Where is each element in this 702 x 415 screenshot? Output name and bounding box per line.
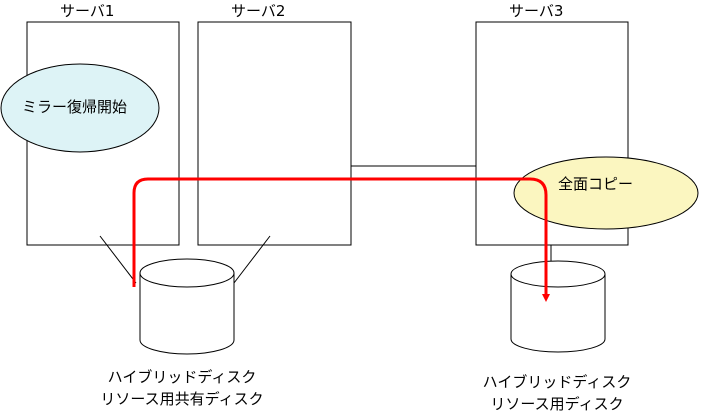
full-copy-label: 全面コピー: [558, 175, 634, 193]
dedicated-disk-caption-line2: リソース用ディスク: [490, 395, 624, 413]
dedicated-disk-caption-line1: ハイブリッドディスク: [482, 373, 632, 391]
shared-disk-icon: [139, 258, 235, 355]
dedicated-disk-icon: [510, 260, 606, 353]
server2-box: [197, 21, 352, 246]
full-copy-callout: [513, 156, 699, 230]
server3-label: サーバ3: [509, 2, 564, 20]
server1-label: サーバ1: [60, 2, 115, 20]
shared-disk-caption-line2: リソース用共有ディスク: [100, 390, 264, 408]
server1-disk-connector: [99, 235, 137, 284]
mirror-start-label: ミラー復帰開始: [22, 98, 128, 116]
server2-label: サーバ2: [231, 2, 286, 20]
data-flow-arrow: [132, 177, 550, 302]
mirror-start-callout: [0, 63, 160, 153]
shared-disk-caption-line1: ハイブリッドディスク: [107, 368, 257, 386]
server2-disk-connector: [233, 235, 271, 284]
